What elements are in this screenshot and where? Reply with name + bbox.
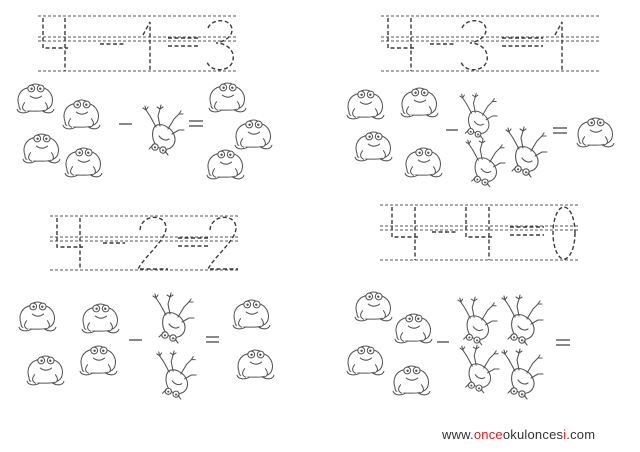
- watermark-i: i: [563, 427, 567, 442]
- hanging-frog-icon: [152, 292, 195, 344]
- frog-group: [346, 87, 443, 178]
- frog-icon: [400, 87, 439, 118]
- exercise-2: [346, 15, 615, 188]
- frog-icon: [62, 99, 101, 130]
- frog-icon: [346, 345, 385, 376]
- exercise-4: [346, 204, 580, 400]
- frog-icon: [206, 149, 245, 180]
- frog-icon: [354, 291, 393, 322]
- hanging-frog-icon: [465, 138, 506, 188]
- hanging-frog-icon: [142, 104, 185, 156]
- frog-icon: [576, 117, 615, 148]
- frog-icon: [64, 147, 103, 178]
- frog-icon: [404, 147, 443, 178]
- site-watermark: www.onceokuloncesi.com: [442, 426, 638, 444]
- exercise-1: [16, 15, 273, 180]
- frog-icon: [208, 82, 247, 113]
- hanging-frog-icon: [501, 294, 544, 346]
- equals-sign: [553, 127, 567, 134]
- frog-icon: [26, 355, 65, 386]
- hanging-frog-group: [152, 292, 197, 400]
- equals-sign: [206, 336, 219, 343]
- frog-group: [346, 291, 433, 396]
- frog-icon: [236, 349, 275, 380]
- equals-sign: [556, 339, 570, 346]
- frog-icon: [346, 89, 385, 120]
- frog-icon: [79, 345, 118, 376]
- frog-icon: [18, 301, 57, 332]
- tracing-equation: [50, 215, 240, 271]
- hanging-frog-icon: [505, 126, 548, 178]
- hanging-frog-icon: [457, 296, 498, 346]
- frog-icon: [392, 365, 431, 396]
- frog-icon: [81, 303, 120, 334]
- frog-icon: [234, 119, 273, 150]
- watermark-suffix: .com: [566, 427, 596, 442]
- hanging-frog-icon: [156, 350, 197, 400]
- hanging-frog-group: [459, 92, 548, 188]
- tracing-equation: [380, 204, 580, 261]
- tracing-equation: [38, 15, 237, 72]
- frog-group: [18, 301, 120, 386]
- frog-icon: [354, 131, 393, 162]
- equals-sign: [189, 120, 203, 127]
- hanging-frog-group: [457, 294, 544, 400]
- frog-group: [16, 83, 103, 178]
- watermark-prefix: www.: [442, 427, 474, 442]
- frog-group: [232, 299, 275, 380]
- frog-icon: [22, 133, 61, 164]
- watermark-middle: okulonces: [502, 427, 564, 442]
- tracing-equation: [381, 15, 600, 72]
- exercise-3: [18, 215, 275, 400]
- frog-icon: [16, 83, 55, 114]
- frog-group: [206, 82, 273, 180]
- hanging-frog-icon: [459, 92, 498, 140]
- frog-icon: [394, 313, 433, 344]
- hanging-frog-icon: [501, 348, 544, 400]
- hanging-frog-icon: [459, 344, 500, 394]
- frog-icon: [232, 299, 271, 330]
- watermark-brand: once: [473, 427, 503, 442]
